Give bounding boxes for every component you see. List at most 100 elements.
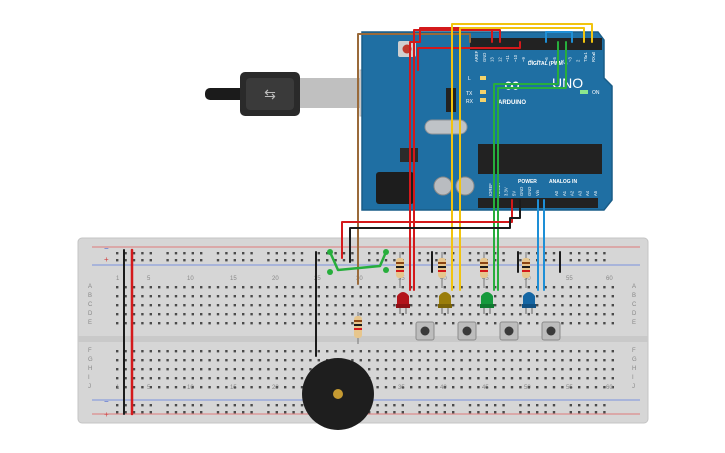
breadboard-hole[interactable] bbox=[132, 322, 136, 325]
breadboard-hole[interactable] bbox=[384, 359, 388, 362]
breadboard-hole[interactable] bbox=[351, 295, 354, 298]
breadboard-hole[interactable] bbox=[410, 295, 413, 298]
breadboard-hole[interactable] bbox=[292, 377, 295, 380]
breadboard-hole[interactable] bbox=[300, 259, 304, 262]
breadboard-hole[interactable] bbox=[166, 377, 169, 380]
breadboard-hole[interactable] bbox=[603, 350, 606, 353]
breadboard-hole[interactable] bbox=[435, 386, 438, 389]
breadboard-hole[interactable] bbox=[510, 304, 514, 307]
push-button[interactable] bbox=[457, 321, 477, 341]
breadboard-hole[interactable] bbox=[477, 350, 480, 353]
breadboard-hole[interactable] bbox=[384, 313, 388, 316]
breadboard-hole[interactable] bbox=[418, 386, 421, 389]
breadboard-hole[interactable] bbox=[502, 304, 505, 307]
breadboard-hole[interactable] bbox=[149, 295, 152, 298]
breadboard-hole[interactable] bbox=[334, 304, 337, 307]
breadboard-hole[interactable] bbox=[393, 386, 396, 389]
breadboard-hole[interactable] bbox=[544, 359, 547, 362]
breadboard-hole[interactable] bbox=[124, 386, 127, 389]
breadboard-hole[interactable] bbox=[510, 350, 514, 353]
breadboard-hole[interactable] bbox=[284, 286, 287, 289]
breadboard-hole[interactable] bbox=[603, 322, 606, 325]
breadboard-hole[interactable] bbox=[149, 322, 152, 325]
breadboard-hole[interactable] bbox=[166, 411, 169, 414]
breadboard-hole[interactable] bbox=[376, 377, 379, 380]
breadboard-hole[interactable] bbox=[603, 377, 606, 380]
breadboard-hole[interactable] bbox=[368, 252, 371, 255]
breadboard-hole[interactable] bbox=[225, 368, 228, 371]
breadboard-hole[interactable] bbox=[242, 259, 245, 262]
breadboard-hole[interactable] bbox=[368, 359, 371, 362]
breadboard-hole[interactable] bbox=[485, 350, 488, 353]
breadboard-hole[interactable] bbox=[149, 313, 152, 316]
breadboard-hole[interactable] bbox=[174, 350, 178, 353]
breadboard-hole[interactable] bbox=[401, 359, 404, 362]
breadboard-hole[interactable] bbox=[250, 322, 253, 325]
breadboard-hole[interactable] bbox=[258, 295, 262, 298]
breadboard-hole[interactable] bbox=[393, 377, 396, 380]
breadboard-hole[interactable] bbox=[183, 322, 186, 325]
breadboard-hole[interactable] bbox=[275, 286, 278, 289]
breadboard-hole[interactable] bbox=[300, 386, 304, 389]
breadboard-hole[interactable] bbox=[275, 404, 278, 407]
breadboard-hole[interactable] bbox=[426, 411, 430, 414]
breadboard-hole[interactable] bbox=[200, 368, 203, 371]
breadboard-hole[interactable] bbox=[174, 304, 178, 307]
breadboard-hole[interactable] bbox=[326, 313, 329, 316]
breadboard-hole[interactable] bbox=[116, 322, 119, 325]
breadboard-hole[interactable] bbox=[141, 404, 144, 407]
breadboard-hole[interactable] bbox=[149, 411, 152, 414]
breadboard-hole[interactable] bbox=[611, 322, 614, 325]
breadboard-hole[interactable] bbox=[594, 386, 598, 389]
breadboard-hole[interactable] bbox=[561, 377, 564, 380]
breadboard-hole[interactable] bbox=[594, 359, 598, 362]
breadboard-hole[interactable] bbox=[166, 304, 169, 307]
breadboard-hole[interactable] bbox=[326, 295, 329, 298]
breadboard-hole[interactable] bbox=[443, 359, 446, 362]
breadboard-hole[interactable] bbox=[275, 313, 278, 316]
breadboard-hole[interactable] bbox=[174, 411, 178, 414]
breadboard-hole[interactable] bbox=[216, 377, 220, 380]
breadboard-hole[interactable] bbox=[569, 350, 572, 353]
wire-5v[interactable] bbox=[341, 199, 513, 259]
breadboard-hole[interactable] bbox=[586, 304, 589, 307]
breadboard-hole[interactable] bbox=[536, 313, 539, 316]
breadboard-hole[interactable] bbox=[544, 368, 547, 371]
breadboard-hole[interactable] bbox=[544, 411, 547, 414]
breadboard-hole[interactable] bbox=[468, 359, 472, 362]
breadboard-hole[interactable] bbox=[586, 313, 589, 316]
breadboard-hole[interactable] bbox=[594, 377, 598, 380]
breadboard-hole[interactable] bbox=[468, 377, 472, 380]
wire-gnd[interactable] bbox=[349, 199, 521, 263]
breadboard-hole[interactable] bbox=[284, 295, 287, 298]
breadboard-hole[interactable] bbox=[242, 295, 245, 298]
breadboard-hole[interactable] bbox=[544, 377, 547, 380]
breadboard-hole[interactable] bbox=[242, 304, 245, 307]
breadboard-hole[interactable] bbox=[200, 259, 203, 262]
breadboard-hole[interactable] bbox=[494, 295, 497, 298]
breadboard-hole[interactable] bbox=[611, 359, 614, 362]
breadboard-hole[interactable] bbox=[536, 368, 539, 371]
breadboard-hole[interactable] bbox=[410, 359, 413, 362]
breadboard-hole[interactable] bbox=[124, 295, 127, 298]
breadboard-hole[interactable] bbox=[561, 386, 564, 389]
breadboard-hole[interactable] bbox=[502, 404, 505, 407]
breadboard-hole[interactable] bbox=[216, 350, 220, 353]
breadboard-hole[interactable] bbox=[225, 313, 228, 316]
breadboard-hole[interactable] bbox=[351, 252, 354, 255]
breadboard-hole[interactable] bbox=[233, 359, 236, 362]
breadboard-hole[interactable] bbox=[502, 252, 505, 255]
breadboard-hole[interactable] bbox=[494, 386, 497, 389]
breadboard-hole[interactable] bbox=[284, 359, 287, 362]
breadboard-hole[interactable] bbox=[174, 286, 178, 289]
breadboard-hole[interactable] bbox=[233, 322, 236, 325]
breadboard-hole[interactable] bbox=[191, 386, 194, 389]
breadboard-hole[interactable] bbox=[477, 377, 480, 380]
push-button[interactable] bbox=[415, 321, 435, 341]
breadboard-hole[interactable] bbox=[216, 304, 220, 307]
breadboard-hole[interactable] bbox=[250, 295, 253, 298]
breadboard-hole[interactable] bbox=[510, 313, 514, 316]
breadboard-hole[interactable] bbox=[166, 368, 169, 371]
breadboard-hole[interactable] bbox=[477, 252, 480, 255]
breadboard-hole[interactable] bbox=[292, 322, 295, 325]
